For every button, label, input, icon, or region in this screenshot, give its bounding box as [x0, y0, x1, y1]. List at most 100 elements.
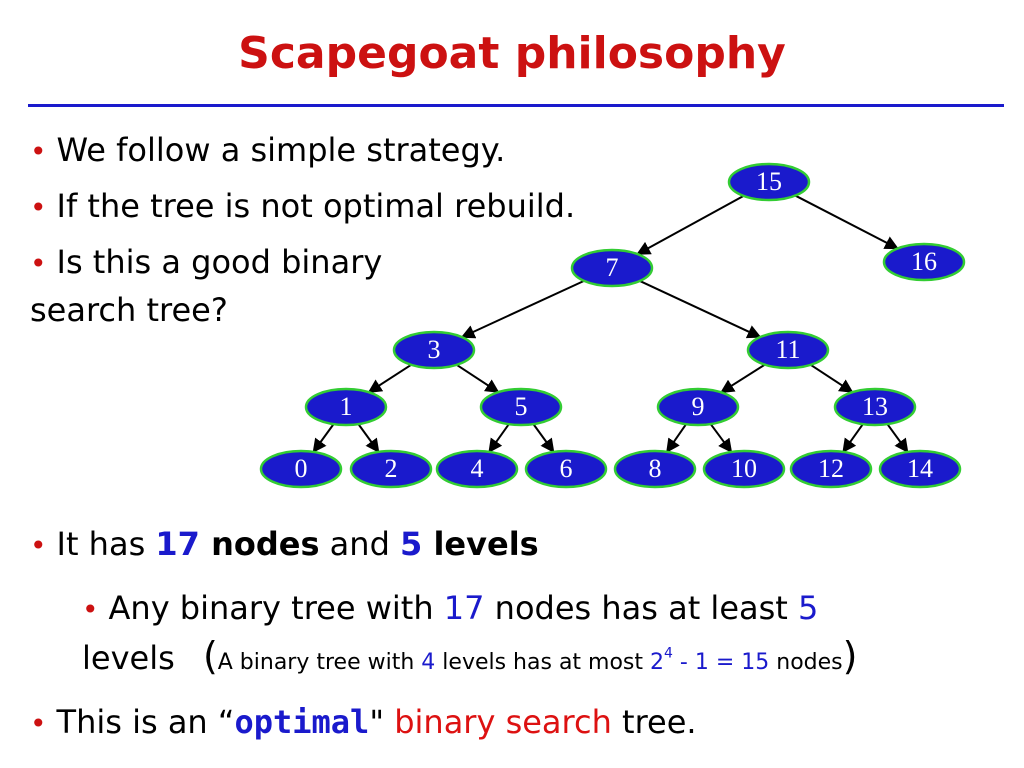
- sub-level-count: 5: [798, 589, 819, 627]
- bullet-3-text: Is this a good binary: [56, 243, 383, 281]
- tree-edge-9-8: [666, 423, 687, 453]
- tree-node-label: 0: [295, 454, 308, 483]
- note-exponent: 4: [664, 645, 673, 662]
- tree-node-13: 13: [833, 387, 917, 427]
- tree-edge-5-6: [532, 423, 555, 454]
- b4-pre: It has: [56, 525, 156, 563]
- optimal-word: optimal: [234, 703, 370, 741]
- bullet-3: • Is this a good binary: [30, 242, 382, 284]
- tree-node-label: 10: [731, 454, 757, 483]
- sub-line2: levels: [82, 639, 175, 677]
- tree-node-shape: [727, 162, 811, 202]
- tree-edge-1-0: [312, 423, 335, 454]
- note-level-count: 4: [421, 650, 436, 675]
- note-base: 2: [650, 650, 665, 675]
- tree-node-label: 11: [775, 335, 800, 364]
- tree-edge-11-9: [719, 363, 766, 394]
- tree-node-label: 12: [818, 454, 844, 483]
- tree-node-shape: [259, 449, 343, 489]
- tree-node-shape: [702, 449, 786, 489]
- tree-node-9: 9: [656, 387, 740, 427]
- level-count: 5: [400, 525, 423, 563]
- sub-pre: Any binary tree with: [108, 589, 444, 627]
- bullet-dot: •: [82, 593, 99, 626]
- tree-edge-3-5: [456, 364, 500, 393]
- tree-node-3: 3: [392, 330, 476, 370]
- tree-node-11: 11: [746, 330, 830, 370]
- tree-node-6: 6: [524, 449, 608, 489]
- tree-edge-5-4: [488, 423, 510, 453]
- tree-node-shape: [878, 449, 962, 489]
- tree-node-shape: [789, 449, 873, 489]
- tree-node-shape: [746, 330, 830, 370]
- sub-bullet-continued: levels (A binary tree with 4 levels has …: [82, 636, 857, 683]
- bullet-dot: •: [30, 247, 47, 280]
- tree-node-label: 4: [471, 454, 484, 483]
- tree-node-shape: [392, 330, 476, 370]
- tree-edge-15-16: [794, 194, 899, 250]
- tree-edge-13-14: [886, 423, 909, 454]
- tree-node-label: 13: [862, 392, 888, 421]
- sub-bullet: • Any binary tree with 17 nodes has at le…: [82, 588, 818, 630]
- nodes-word: nodes: [199, 525, 320, 563]
- note-s1: A binary tree with: [217, 650, 422, 675]
- bullet-2-text: If the tree is not optimal rebuild.: [56, 187, 576, 225]
- tree-node-label: 5: [515, 392, 528, 421]
- bullet-1: •We follow a simple strategy.: [30, 130, 505, 172]
- b5-quote: ": [369, 703, 385, 741]
- tree-node-2: 2: [349, 449, 433, 489]
- tree-node-16: 16: [882, 242, 966, 282]
- b4-and: and: [319, 525, 401, 563]
- sub-mid: nodes has at least: [484, 589, 798, 627]
- tree-node-0: 0: [259, 449, 343, 489]
- tree-node-shape: [570, 248, 654, 288]
- binary-search-phrase: binary search: [384, 703, 612, 741]
- tree-edge-1-2: [357, 423, 380, 454]
- tree-node-shape: [349, 449, 433, 489]
- tree-node-shape: [656, 387, 740, 427]
- bullet-1-text: We follow a simple strategy.: [56, 131, 506, 169]
- sub-node-count: 17: [443, 589, 485, 627]
- tree-node-label: 15: [756, 167, 782, 196]
- b5-pre: This is an “: [56, 703, 235, 741]
- bullet-dot: •: [30, 707, 47, 740]
- bullet-dot: •: [30, 191, 47, 224]
- tree-node-shape: [882, 242, 966, 282]
- tree-node-12: 12: [789, 449, 873, 489]
- tree-node-shape: [435, 449, 519, 489]
- b5-post: tree.: [611, 703, 697, 741]
- tree-node-shape: [524, 449, 608, 489]
- tree-node-shape: [479, 387, 563, 427]
- bullet-2: • If the tree is not optimal rebuild.: [30, 186, 575, 228]
- tree-edge-15-7: [636, 195, 745, 255]
- tree-node-shape: [833, 387, 917, 427]
- tree-edge-13-12: [842, 423, 864, 453]
- note-s2: levels has at most: [435, 650, 651, 675]
- tree-node-7: 7: [570, 248, 654, 288]
- tree-node-label: 8: [649, 454, 662, 483]
- paren-close: ): [842, 634, 858, 678]
- tree-edge-11-13: [810, 364, 854, 393]
- tree-node-15: 15: [727, 162, 811, 202]
- note-expression: - 1 = 15: [672, 650, 770, 675]
- tree-node-label: 6: [560, 454, 573, 483]
- tree-node-label: 3: [428, 335, 441, 364]
- tree-edge-7-3: [460, 279, 585, 339]
- tree-node-4: 4: [435, 449, 519, 489]
- tree-node-label: 2: [385, 454, 398, 483]
- bullet-3-continued: search tree?: [30, 291, 228, 329]
- note-s3: nodes: [769, 650, 843, 675]
- levels-word: levels: [422, 525, 539, 563]
- bullet-4: •It has 17 nodes and 5 levels: [30, 524, 539, 566]
- node-count: 17: [155, 525, 200, 563]
- bullet-5: • This is an “optimal" binary search tree…: [30, 702, 697, 744]
- tree-node-label: 1: [340, 392, 353, 421]
- tree-node-14: 14: [878, 449, 962, 489]
- tree-node-1: 1: [304, 387, 388, 427]
- title-divider: [28, 104, 1004, 107]
- page-title: Scapegoat philosophy: [238, 28, 786, 79]
- tree-node-8: 8: [613, 449, 697, 489]
- tree-node-label: 16: [911, 247, 937, 276]
- tree-edge-3-1: [367, 363, 412, 394]
